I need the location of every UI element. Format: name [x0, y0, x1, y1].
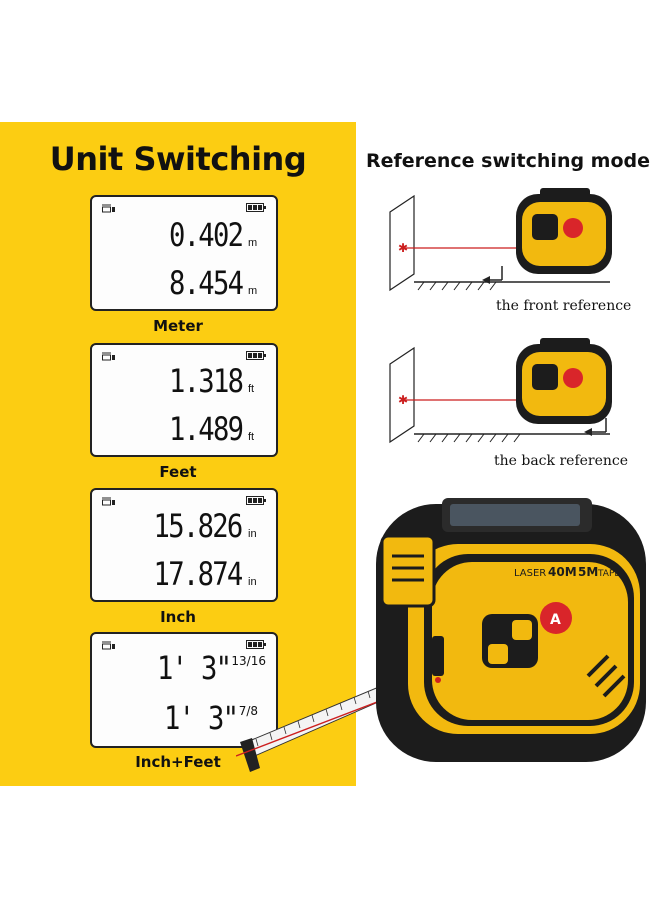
laser-tape-measure-device: A LASER 40M 5M TAPE	[236, 498, 646, 772]
lcd-display-meter: 0.402 m 8.454 m	[90, 195, 278, 311]
reading-row-1: 0.402 m	[156, 219, 262, 251]
measure-button	[540, 602, 572, 634]
front-reference-caption: the front reference	[496, 298, 632, 314]
mode-icon	[102, 641, 115, 650]
reading-row-2: 8.454 m	[156, 267, 262, 299]
tape-ticks	[255, 690, 371, 747]
label-inch: Inch	[160, 608, 196, 626]
mode-icon	[102, 204, 115, 213]
laser-dot-icon: ✱	[398, 241, 408, 255]
reading-row-2: 17.874 in	[138, 558, 262, 590]
reading-unit: m	[248, 285, 258, 297]
reading-row-1: 15.826 in	[138, 510, 262, 542]
svg-text:A: A	[550, 612, 561, 628]
mode-icon	[102, 497, 115, 506]
reading-unit: m	[248, 237, 258, 249]
reading-row-1: 1.318 ft	[156, 365, 262, 397]
reading-row-1: 1' 3" 13/16	[144, 652, 266, 684]
reference-mode-title: Reference switching mode	[365, 150, 651, 172]
reading-value: 17.874	[153, 555, 244, 593]
label-meter: Meter	[153, 317, 203, 335]
belt-clip	[380, 534, 436, 608]
wall-shape	[389, 346, 415, 444]
front-reference-diagram: ✱	[389, 188, 612, 292]
tape-hook	[240, 738, 260, 772]
reading-value: 1' 3"	[157, 649, 232, 687]
reading-value: 1.318	[168, 362, 244, 400]
brand-laser-label: LASER	[514, 568, 546, 579]
battery-icon	[246, 351, 266, 360]
floor-hatch	[417, 433, 521, 443]
lcd-display-feet: 1.318 ft 1.489 ft	[90, 343, 278, 457]
battery-icon	[246, 640, 266, 649]
unit-switching-title: Unit Switching	[49, 140, 307, 178]
laser-window	[432, 636, 444, 676]
mode-icon	[102, 352, 115, 361]
reading-value: 1.489	[168, 410, 244, 448]
lcd-display-inch: 15.826 in 17.874 in	[90, 488, 278, 602]
label-inch-feet: Inch+Feet	[135, 753, 221, 771]
reading-value: 0.402	[168, 216, 244, 254]
brand-range-label: 40M	[548, 565, 577, 579]
brand-tape-word: TAPE	[597, 569, 620, 579]
reading-unit: in	[248, 528, 257, 540]
battery-icon	[246, 203, 266, 212]
tape-measure-icon	[516, 188, 612, 274]
lcd-display-inch-feet: 1' 3" 13/16 1' 3" 7/8	[90, 632, 278, 748]
reading-unit: in	[248, 576, 257, 588]
battery-icon	[246, 496, 266, 505]
reading-row-2: 1.489 ft	[156, 413, 262, 445]
reading-value: 1' 3"	[164, 699, 239, 737]
tape-measure-icon	[516, 338, 612, 424]
back-reference-caption: the back reference	[494, 453, 629, 469]
mode-button	[512, 620, 532, 640]
laser-dot-icon: ✱	[398, 393, 408, 407]
wall-shape	[389, 194, 415, 292]
floor-hatch	[417, 281, 497, 291]
brand-tape-label: 5M	[578, 565, 598, 579]
grip-stripes	[586, 654, 626, 698]
label-feet: Feet	[159, 463, 197, 481]
reading-value: 8.454	[168, 264, 244, 302]
unit-button	[488, 644, 508, 664]
reading-fraction: 13/16	[231, 654, 266, 668]
back-reference-diagram: ✱	[389, 338, 612, 444]
reading-fraction: 7/8	[238, 704, 258, 718]
reading-unit: ft	[248, 431, 255, 443]
grip-lines	[392, 554, 424, 582]
reading-unit: ft	[248, 383, 255, 395]
reading-row-2: 1' 3" 7/8	[151, 702, 258, 734]
reading-value: 15.826	[153, 507, 244, 545]
